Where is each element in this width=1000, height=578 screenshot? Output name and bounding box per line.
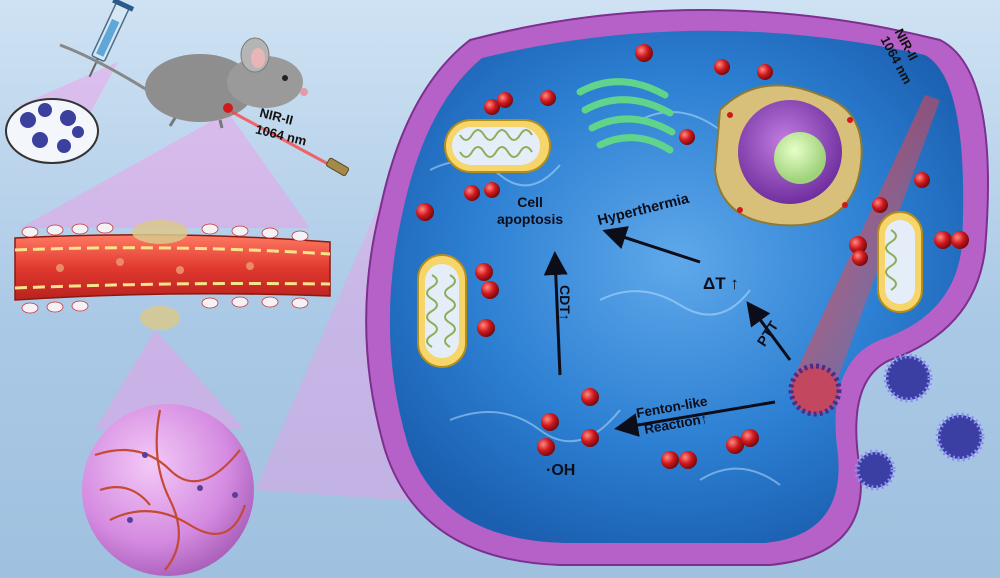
tumor — [82, 404, 254, 576]
mitochondrion-icon — [417, 254, 467, 368]
nanoparticle-icon — [20, 103, 84, 153]
apoptosis-line2: apoptosis — [497, 211, 564, 227]
apoptosis-line1: Cell — [517, 194, 543, 210]
hydroxyl-radicals — [416, 44, 969, 469]
nucleus-icon — [713, 84, 863, 227]
golgi-icon — [576, 78, 676, 154]
mouse-icon — [59, 37, 308, 129]
mitochondrion-icon — [877, 211, 923, 313]
hydroxyl-label: ·OH — [546, 462, 576, 479]
delta-t-label: ΔT ↑ — [703, 274, 739, 293]
blood-vessel — [14, 220, 331, 330]
cdt-label: CDT↑ — [557, 285, 573, 321]
mitochondrion-icon — [444, 119, 551, 173]
apoptosis-label: Cell apoptosis — [497, 194, 563, 228]
nanoparticle-icon — [788, 353, 985, 491]
laser-probe-icon — [231, 110, 350, 177]
pathway-arrows — [543, 226, 792, 437]
syringe-icon — [88, 0, 135, 78]
nanoparticle-inset — [5, 98, 99, 164]
